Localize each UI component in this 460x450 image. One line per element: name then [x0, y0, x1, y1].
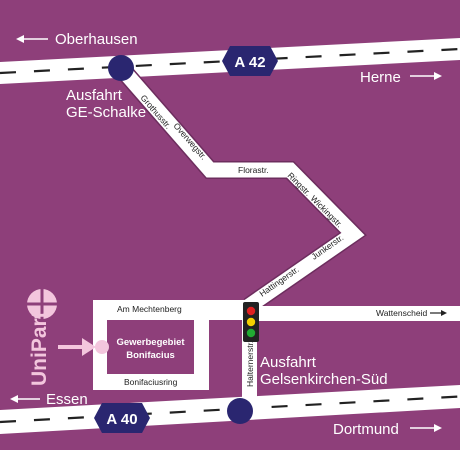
street-bonifaciusring: Bonifaciusring — [124, 377, 178, 387]
arrow-left-icon — [16, 35, 48, 43]
street-halternerstr: Halternerstr. — [245, 341, 255, 387]
unipart-logo: UniPart — [27, 289, 57, 386]
exit-sued-line2: Gelsenkirchen-Süd — [260, 371, 388, 388]
zone-block — [107, 320, 194, 374]
label-dortmund: Dortmund — [333, 421, 399, 438]
label-oberhausen: Oberhausen — [55, 31, 138, 48]
zone-name-line1: Gewerbegebiet — [116, 337, 185, 348]
direction-oberhausen: Oberhausen — [16, 31, 138, 48]
direction-herne: Herne — [360, 69, 442, 86]
street-am-mechtenberg: Am Mechtenberg — [117, 304, 182, 314]
a42-lane-divider — [0, 47, 460, 75]
street-florastr: Florastr. — [238, 165, 269, 175]
exit-schalke-line1: Ausfahrt — [66, 87, 123, 104]
road-zone-east — [194, 315, 209, 390]
shield-a40: A 40 — [94, 403, 150, 433]
shield-a40-label: A 40 — [106, 411, 137, 428]
light-green — [246, 328, 256, 338]
business-zone: Gewerbegebiet Bonifacius — [107, 320, 194, 374]
road-am-mechtenberg — [93, 300, 257, 320]
light-yellow — [246, 317, 256, 327]
street-wattenscheid: Wattenscheid — [376, 308, 427, 318]
shield-a42-shape — [222, 46, 278, 76]
arrow-right-icon — [430, 310, 447, 316]
interchange-sued — [227, 398, 253, 424]
direction-dortmund: Dortmund — [333, 421, 442, 438]
arrow-right-icon — [410, 72, 442, 80]
shield-a40-shape — [94, 403, 150, 433]
label-herne: Herne — [360, 69, 401, 86]
direction-essen: Essen — [10, 391, 88, 408]
route-north — [115, 63, 365, 313]
arrow-left-icon — [10, 395, 40, 403]
location-pointer-icon — [58, 338, 109, 356]
light-red — [246, 306, 256, 316]
shield-a42: A 42 — [222, 46, 278, 76]
traffic-light-icon — [243, 302, 259, 342]
label-essen: Essen — [46, 391, 88, 408]
road-wattenscheid — [243, 306, 460, 321]
exit-sued-line1: Ausfahrt — [260, 354, 317, 371]
a40-lane-divider — [0, 395, 460, 424]
interchange-schalke — [108, 55, 134, 81]
zone-name-line2: Bonifacius — [126, 350, 175, 361]
road-bonifaciusring — [93, 374, 209, 390]
logo-mark-icon — [27, 289, 57, 319]
exit-schalke-line2: GE-Schalke — [66, 104, 146, 121]
shield-a42-label: A 42 — [234, 54, 265, 71]
arrow-right-icon — [410, 424, 442, 432]
logo-text: UniPart — [28, 311, 51, 386]
